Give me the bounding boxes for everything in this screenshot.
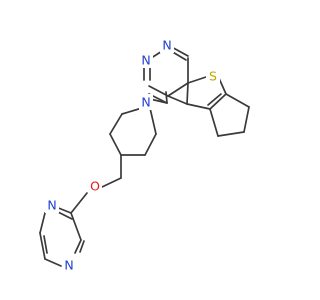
- bond: [187, 75, 210, 84]
- molecule-diagram: N N S N O N N: [39, 37, 250, 273]
- bond: [109, 133, 122, 156]
- atom-s-text: S: [209, 69, 217, 84]
- bond: [44, 258, 62, 267]
- bond: [167, 95, 188, 105]
- bond: [101, 177, 122, 188]
- bond: [186, 103, 211, 110]
- bond: [207, 93, 222, 106]
- bond: [243, 106, 250, 133]
- atom-label-n1: N: [139, 52, 153, 68]
- bond: [109, 113, 123, 135]
- atom-label-n-pyrazine-1: N: [45, 197, 59, 213]
- bond: [74, 239, 82, 254]
- bond: [79, 240, 85, 253]
- bond: [209, 108, 219, 137]
- atom-n3-text: N: [162, 38, 171, 53]
- bond: [39, 232, 46, 260]
- bond: [70, 192, 88, 214]
- bond: [148, 85, 169, 97]
- bond: [39, 212, 46, 234]
- atom-npip-text: N: [141, 95, 150, 110]
- atom-label-n-pyrazine-4: N: [62, 257, 76, 273]
- bond: [217, 131, 245, 137]
- atom-o-text: O: [90, 179, 100, 194]
- bond: [43, 235, 48, 254]
- atom-label-n-piperidine: N: [139, 94, 153, 110]
- bond: [121, 107, 143, 115]
- atom-label-o: O: [88, 178, 102, 194]
- bond: [70, 212, 82, 241]
- atom-npz1-text: N: [47, 198, 56, 213]
- bond: [167, 82, 189, 97]
- bond: [209, 93, 227, 110]
- structure-drawing: N N S N O N N: [39, 37, 250, 273]
- atom-npz4-text: N: [64, 258, 73, 273]
- bond: [165, 91, 168, 104]
- bond: [149, 107, 157, 135]
- bond: [225, 93, 250, 108]
- bond: [186, 82, 189, 105]
- atom-label-s: S: [206, 68, 220, 84]
- atom-label-n3: N: [160, 37, 174, 53]
- atom-n1-text: N: [141, 53, 150, 68]
- bond: [144, 133, 157, 156]
